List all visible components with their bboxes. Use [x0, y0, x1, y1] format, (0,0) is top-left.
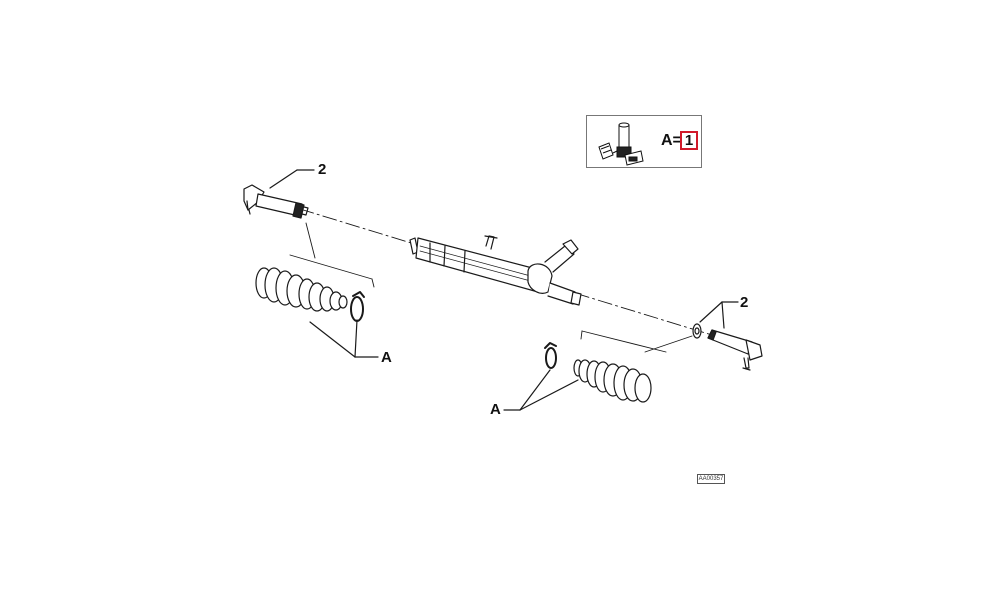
tie-rod-end-right[interactable]	[707, 329, 763, 371]
diagram-reference-code: AA00357	[697, 474, 725, 484]
callout-leader-tie-rod-left	[269, 169, 298, 189]
callout-leader-boot-right	[503, 369, 579, 411]
callout-label-tie-rod-right: 2	[740, 294, 748, 311]
locknut-right[interactable]	[692, 323, 702, 339]
callout-label-boot-right: A	[490, 401, 501, 418]
steering-boot-left[interactable]	[255, 267, 348, 312]
steering-boot-right[interactable]	[573, 359, 652, 403]
callout-label-tie-rod-left: 2	[318, 161, 326, 178]
kit-quantity-badge: 1	[680, 131, 698, 150]
callout-label-boot-left: A	[381, 349, 392, 366]
callout-leader-tie-rod-right	[699, 301, 739, 329]
kit-equation: A=	[661, 132, 682, 149]
boot-right-bracket	[580, 330, 693, 353]
kit-parts-icon	[598, 122, 644, 166]
callout-leader-boot-left	[309, 319, 379, 358]
boot-left-bracket	[289, 222, 375, 288]
steering-rack-housing[interactable]	[409, 235, 582, 306]
tie-rod-end-left[interactable]	[243, 184, 309, 219]
kit-legend-box: A=	[586, 115, 702, 168]
boot-clamp-right[interactable]	[544, 342, 557, 369]
assembly-axis-line	[299, 208, 713, 336]
boot-clamp-left[interactable]	[350, 291, 365, 322]
